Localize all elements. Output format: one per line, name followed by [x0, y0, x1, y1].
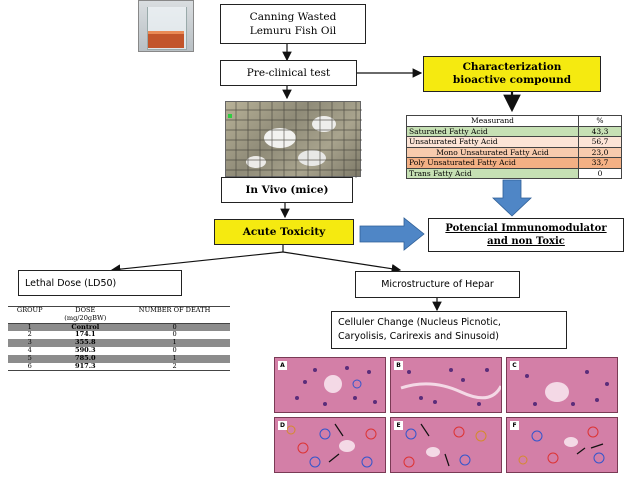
panel-label: C: [510, 361, 519, 370]
fatty-acid-name: Trans Fatty Acid: [406, 167, 579, 179]
panel-label: E: [394, 421, 403, 430]
dose-unit-header: (mg/20gBW): [51, 314, 120, 324]
ld50-death: 0: [119, 323, 230, 332]
ld50-death: 2: [119, 362, 230, 372]
fatty-acid-name: Poly Unsaturated Fatty Acid: [406, 157, 579, 169]
liver-tissue-image: [403, 423, 487, 468]
ld50-group: 3: [8, 339, 52, 347]
ld50-group: 1: [8, 323, 52, 332]
characterization-box: Characterization bioactive compound: [423, 56, 601, 92]
ld50-dose: Control: [51, 323, 120, 332]
fatty-acid-row: Saturated Fatty Acid 43,3: [406, 125, 622, 137]
histology-panel: D: [274, 417, 386, 473]
ld50-group: 2: [27, 330, 32, 339]
ld50-dose: 590.3: [74, 346, 96, 355]
histology-panel: F: [506, 417, 618, 473]
fatty-acid-name: Unsaturated Fatty Acid: [406, 136, 579, 148]
canning-line-2: Lemuru Fish Oil: [249, 25, 337, 37]
ld50-group: 4: [27, 346, 32, 355]
histology-panel: A: [274, 357, 386, 413]
ld50-row: 3 355.8 1: [8, 339, 230, 347]
ld50-death: 0: [172, 330, 177, 339]
fatty-acid-row: Unsaturated Fatty Acid 56,7: [406, 136, 622, 148]
ld50-death: 1: [119, 354, 230, 363]
ld50-group: 6: [8, 362, 52, 372]
fatty-acid-header-row: Measurand %: [406, 115, 622, 127]
canning-box: Canning Wasted Lemuru Fish Oil: [220, 4, 366, 44]
fatty-acid-value: 0: [578, 167, 622, 179]
liver-tissue-image: [400, 368, 501, 406]
characterization-line-1: Characterization: [462, 61, 562, 73]
ld50-subheader-row: (mg/20gBW): [8, 314, 230, 324]
panel-label: B: [394, 361, 403, 370]
result-box: Potencial Immunomodulator and non Toxic: [428, 218, 624, 252]
acute-toxicity-label: Acute Toxicity: [242, 226, 326, 238]
cellular-line-1: Celluler Change (Nucleus Picnotic,: [338, 317, 501, 328]
fatty-acid-name: Saturated Fatty Acid: [406, 125, 579, 137]
liver-tissue-image: [295, 366, 377, 406]
fatty-acid-name: Mono Unsaturated Fatty Acid: [406, 146, 579, 158]
arrow-acute-to-lethal: [110, 251, 284, 274]
ld50-row: 5 785.0 1: [8, 354, 230, 363]
ld50-dose: 917.3: [51, 362, 120, 372]
fatty-acid-row: Mono Unsaturated Fatty Acid 23,0: [406, 146, 622, 158]
fatty-acid-row: Trans Fatty Acid 0: [406, 167, 622, 179]
liver-tissue-image: [518, 426, 605, 465]
microstructure-label: Microstructure of Hepar: [381, 279, 494, 290]
ld50-row: 4 590.3 0: [8, 346, 230, 355]
fish-oil-beaker-image: [138, 0, 194, 52]
blue-arrow-right: [359, 217, 425, 251]
blue-arrow-down: [491, 179, 533, 217]
liver-tissue-image: [286, 423, 377, 468]
mice-cage-image: [225, 101, 362, 178]
result-line-1: Potencial Immunomodulator: [445, 223, 607, 234]
death-header: NUMBER OF DEATH: [119, 305, 230, 315]
histology-panel: B: [390, 357, 502, 413]
cellular-change-box: Celluler Change (Nucleus Picnotic, Caryo…: [331, 311, 567, 349]
arrow-acute-to-microstructure: [282, 251, 402, 274]
liver-tissue-image: [525, 370, 609, 406]
preclinical-box: Pre-clinical test: [220, 60, 357, 86]
invivo-label: In Vivo (mice): [245, 184, 329, 196]
ld50-dose: 355.8: [51, 339, 120, 347]
percent-header: %: [578, 115, 622, 127]
lethal-dose-label: Lethal Dose (LD50): [25, 277, 117, 289]
fatty-acid-value: 33,7: [578, 157, 622, 169]
fatty-acid-value: 43,3: [578, 125, 622, 137]
ld50-dose: 785.0: [51, 354, 120, 363]
fatty-acid-table: Measurand % Saturated Fatty Acid 43,3 Un…: [406, 115, 622, 179]
ld50-row: 1 Control 0: [8, 323, 230, 332]
characterization-line-2: bioactive compound: [452, 74, 572, 86]
ld50-death: 0: [172, 346, 177, 355]
fatty-acid-value: 23,0: [578, 146, 622, 158]
ld50-table: GROUP DOSE NUMBER OF DEATH (mg/20gBW) 1 …: [8, 305, 230, 372]
lethal-dose-box: Lethal Dose (LD50): [18, 270, 182, 296]
invivo-box: In Vivo (mice): [221, 177, 353, 203]
panel-label: F: [510, 421, 519, 430]
ld50-row: 6 917.3 2: [8, 362, 230, 372]
fatty-acid-row: Poly Unsaturated Fatty Acid 33,7: [406, 157, 622, 169]
ld50-row: 2 174.1 0: [8, 331, 230, 339]
fatty-acid-value: 56,7: [578, 136, 622, 148]
canning-line-1: Canning Wasted: [249, 11, 337, 23]
preclinical-label: Pre-clinical test: [246, 67, 331, 79]
ld50-header-row: GROUP DOSE NUMBER OF DEATH: [8, 305, 230, 315]
panel-label: A: [278, 361, 287, 370]
ld50-death: 1: [119, 339, 230, 347]
ld50-dose: 174.1: [74, 330, 96, 339]
histology-panel: C: [506, 357, 618, 413]
panel-label: D: [278, 421, 287, 430]
result-line-2: and non Toxic: [487, 236, 565, 247]
dose-header: DOSE: [51, 305, 120, 315]
measurand-header: Measurand: [406, 115, 579, 127]
group-header: GROUP: [8, 305, 52, 315]
acute-toxicity-box: Acute Toxicity: [214, 219, 354, 245]
microstructure-box: Microstructure of Hepar: [355, 271, 520, 298]
ld50-group: 5: [8, 354, 52, 363]
histology-panel: E: [390, 417, 502, 473]
cellular-line-2: Caryolisis, Carirexis and Sinusoid): [338, 331, 499, 342]
